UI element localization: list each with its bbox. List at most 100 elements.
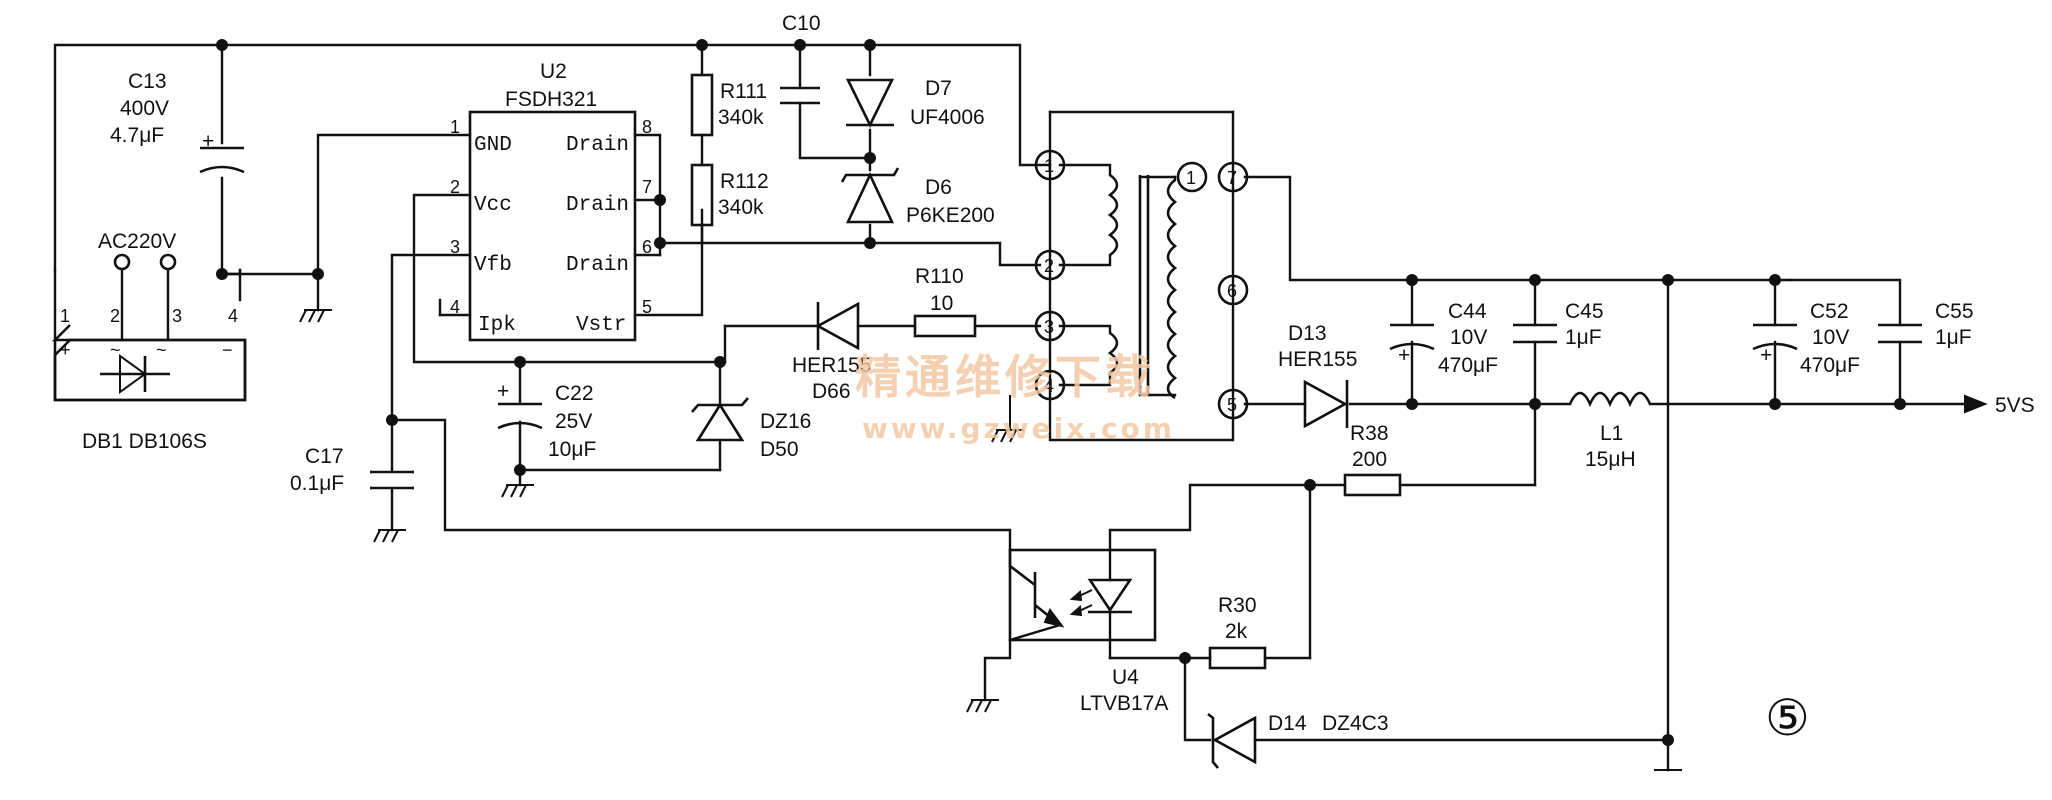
db1-plus: + xyxy=(60,340,71,360)
xfmr-pri-pin3: 3 xyxy=(1044,317,1054,337)
capacitor-c17: C17 0.1μF xyxy=(290,445,414,495)
c17-value: 0.1μF xyxy=(290,472,344,495)
ground-icon xyxy=(501,484,534,498)
c44-plus: + xyxy=(1398,344,1410,367)
capacitor-c10: C10 xyxy=(780,12,821,105)
d7-part: UF4006 xyxy=(910,106,985,129)
diode-d13: D13 HER155 xyxy=(1278,322,1357,429)
c52-voltage: 10V xyxy=(1812,326,1849,349)
u4-part: LTVB17A xyxy=(1080,692,1168,715)
r38-value: 200 xyxy=(1352,448,1387,471)
l1-value: 15μH xyxy=(1585,448,1636,471)
resistor-r112: R112 340k xyxy=(690,163,769,227)
c22-plus: + xyxy=(497,380,509,403)
xfmr-sec-pin1: 1 xyxy=(1186,168,1196,188)
u4-ref: U4 xyxy=(1112,666,1139,689)
output-5vs: 5VS xyxy=(1964,394,2035,417)
xfmr-sec-pin7: 7 xyxy=(1227,168,1237,188)
l1-ref: L1 xyxy=(1600,422,1623,445)
u2-part: FSDH321 xyxy=(505,88,597,111)
c13-plus: + xyxy=(202,130,214,153)
inductor-l1: L1 15μH xyxy=(1568,391,1652,471)
db1-tilde-b: ~ xyxy=(156,340,167,360)
capacitor-c44: + C44 10V 470μF xyxy=(1389,300,1498,377)
resistor-r30: R30 2k xyxy=(1208,594,1267,670)
r30-ref: R30 xyxy=(1218,594,1257,617)
u2-pin8-name: Drain xyxy=(566,134,629,157)
ac-input-label: AC220V xyxy=(98,230,176,253)
d66-part: HER155 xyxy=(792,354,871,377)
ground-icon xyxy=(991,395,1024,443)
c13-ref: C13 xyxy=(128,70,167,93)
resistor-r110: R110 10 xyxy=(913,265,977,338)
dz16-ref: DZ16 xyxy=(760,410,811,433)
ground-icon xyxy=(966,699,999,713)
c22-value: 10μF xyxy=(548,438,596,461)
d6-ref: D6 xyxy=(925,176,952,199)
r38-ref: R38 xyxy=(1350,422,1389,445)
u2-pin7-num: 7 xyxy=(642,177,652,197)
db1-minus: − xyxy=(222,340,233,360)
c13-value: 4.7μF xyxy=(110,124,164,147)
zener-dz16: DZ16 D50 xyxy=(691,397,811,461)
db1-label: DB1 DB106S xyxy=(82,430,207,453)
output-label: 5VS xyxy=(1995,394,2035,417)
u2-pin3-name: Vfb xyxy=(474,254,512,277)
dz16-part: D50 xyxy=(760,438,799,461)
u2-pin1-num: 1 xyxy=(450,117,460,137)
junctions xyxy=(216,39,1906,746)
c10-ref: C10 xyxy=(782,12,821,35)
wires xyxy=(53,43,1972,772)
r112-value: 340k xyxy=(718,196,764,219)
u2-pin6-name: Drain xyxy=(566,254,629,277)
u2-pin5-num: 5 xyxy=(642,297,652,317)
u2-pin5-name: Vstr xyxy=(576,314,626,337)
d6-part: P6KE200 xyxy=(906,204,995,227)
capacitor-c55: C55 1μF xyxy=(1878,300,1974,349)
d13-ref: D13 xyxy=(1288,322,1327,345)
zener-d14: D14 DZ4C3 xyxy=(1207,712,1389,769)
diode-d6-tvs: D6 P6KE200 xyxy=(840,167,995,227)
c52-ref: C52 xyxy=(1810,300,1849,323)
db1-pin2: 2 xyxy=(110,306,120,326)
db1-pin4: 4 xyxy=(228,306,238,326)
u2-ref: U2 xyxy=(540,60,567,83)
ground-icon xyxy=(299,309,332,323)
capacitor-c22: + C22 25V 10μF xyxy=(497,380,596,461)
capacitor-c13: + C13 400V 4.7μF xyxy=(110,70,245,174)
r30-value: 2k xyxy=(1225,620,1248,643)
xfmr-pri-pin2: 2 xyxy=(1044,256,1054,276)
r110-ref: R110 xyxy=(915,265,964,288)
diode-d7: D7 UF4006 xyxy=(845,77,985,129)
resistor-r111: R111 340k xyxy=(690,73,767,137)
c55-value: 1μF xyxy=(1935,326,1972,349)
c22-voltage: 25V xyxy=(555,410,592,433)
watermark: 精通维修下载 www.gzweix.com xyxy=(855,350,1172,445)
capacitor-c52: + C52 10V 470μF xyxy=(1752,300,1860,377)
c44-voltage: 10V xyxy=(1450,326,1487,349)
u2-pin3-num: 3 xyxy=(450,237,460,257)
capacitor-c45: C45 1μF xyxy=(1513,300,1604,349)
u2-pin8-num: 8 xyxy=(642,117,652,137)
u2-pin2-num: 2 xyxy=(450,177,460,197)
xfmr-pri-pin4: 4 xyxy=(1044,376,1054,396)
c45-value: 1μF xyxy=(1565,326,1602,349)
c17-ref: C17 xyxy=(305,445,344,468)
db1-tilde-a: ~ xyxy=(110,340,121,360)
ground-icon xyxy=(373,529,406,543)
optocoupler-u4: U4 LTVB17A xyxy=(1008,548,1168,715)
r111-value: 340k xyxy=(718,106,764,129)
figure-number: ⑤ xyxy=(1765,689,1810,747)
c52-value: 470μF xyxy=(1800,354,1860,377)
watermark-line1: 精通维修下载 xyxy=(855,350,1155,404)
u2-pin7-name: Drain xyxy=(566,194,629,217)
u2-pin4-num: 4 xyxy=(450,297,460,317)
c44-ref: C44 xyxy=(1448,300,1487,323)
u2-pin2-name: Vcc xyxy=(474,194,512,217)
diode-d66: HER155 D66 xyxy=(792,301,871,403)
c13-voltage: 400V xyxy=(120,97,169,120)
r112-ref: R112 xyxy=(720,170,769,193)
c52-plus: + xyxy=(1760,344,1772,367)
d14-ref: D14 xyxy=(1268,712,1307,735)
